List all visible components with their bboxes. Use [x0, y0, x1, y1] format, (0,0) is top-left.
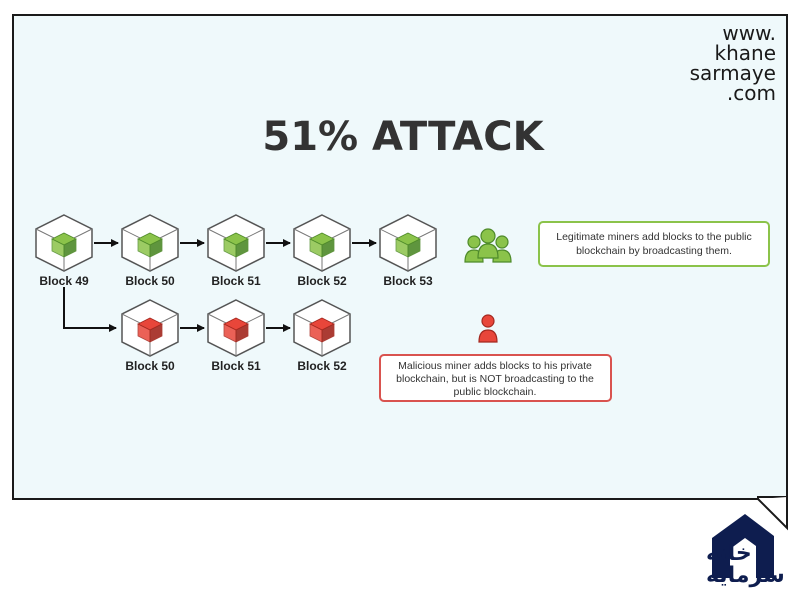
malicious-note-line-1: Malicious miner adds blocks to his priva…	[398, 360, 592, 372]
public-chain: Block 49 Block 50 Block 51 Block 52 Block 53	[35, 214, 437, 288]
private-block-2: Block 51	[207, 299, 265, 373]
url-line-4: .com	[727, 81, 776, 105]
public-block-2: Block 50	[121, 214, 179, 288]
block-core-right	[321, 238, 335, 258]
legit-note-line-1: Legitimate miners add blocks to the publ…	[556, 231, 752, 243]
block-label: Block 49	[39, 274, 89, 288]
person-icon	[478, 314, 498, 343]
url-line-3: sarmaye	[690, 61, 776, 85]
block-label: Block 52	[297, 359, 347, 373]
house-logo-icon	[712, 514, 774, 578]
malicious-note-line-3: public blockchain.	[454, 386, 537, 398]
logo-text-line-2: سرمایه	[706, 563, 785, 588]
public-block-4: Block 52	[293, 214, 351, 288]
public-block-3: Block 51	[207, 214, 265, 288]
website-url: www. khane sarmaye .com	[690, 21, 776, 105]
block-core-right	[407, 238, 421, 258]
malicious-note-line-2: blockchain, but is NOT broadcasting to t…	[396, 373, 594, 385]
block-label: Block 50	[125, 274, 175, 288]
block-label: Block 51	[211, 359, 261, 373]
public-block-5: Block 53	[379, 214, 437, 288]
block-label: Block 51	[211, 274, 261, 288]
block-core-right	[63, 238, 77, 258]
chain-arrows	[94, 239, 377, 332]
block-label: Block 53	[383, 274, 433, 288]
block-core-right	[149, 323, 163, 343]
page-title: 51% ATTACK	[262, 114, 545, 160]
url-line-2: khane	[715, 41, 777, 65]
public-block-1: Block 49	[35, 214, 93, 288]
malicious-miner-note: Malicious miner adds blocks to his priva…	[379, 354, 612, 402]
url-line-1: www.	[722, 21, 776, 45]
block-label: Block 50	[125, 359, 175, 373]
group-of-people-icon	[464, 228, 512, 263]
block-core-right	[235, 238, 249, 258]
block-core-right	[149, 238, 163, 258]
private-chain: Block 50 Block 51 Block 52	[121, 299, 351, 373]
private-block-3: Block 52	[293, 299, 351, 373]
block-core-right	[321, 323, 335, 343]
logo-text-line-1: خانه	[706, 541, 752, 566]
block-label: Block 52	[297, 274, 347, 288]
private-block-1: Block 50	[121, 299, 179, 373]
khane-sarmaye-logo: خانه سرمایه	[706, 514, 785, 588]
fork-arrow	[63, 287, 117, 332]
legit-miners-note: Legitimate miners add blocks to the publ…	[538, 221, 770, 267]
legit-note-line-2: blockchain by broadcasting them.	[576, 245, 732, 257]
block-core-right	[235, 323, 249, 343]
panel-fold-corner	[757, 497, 788, 531]
